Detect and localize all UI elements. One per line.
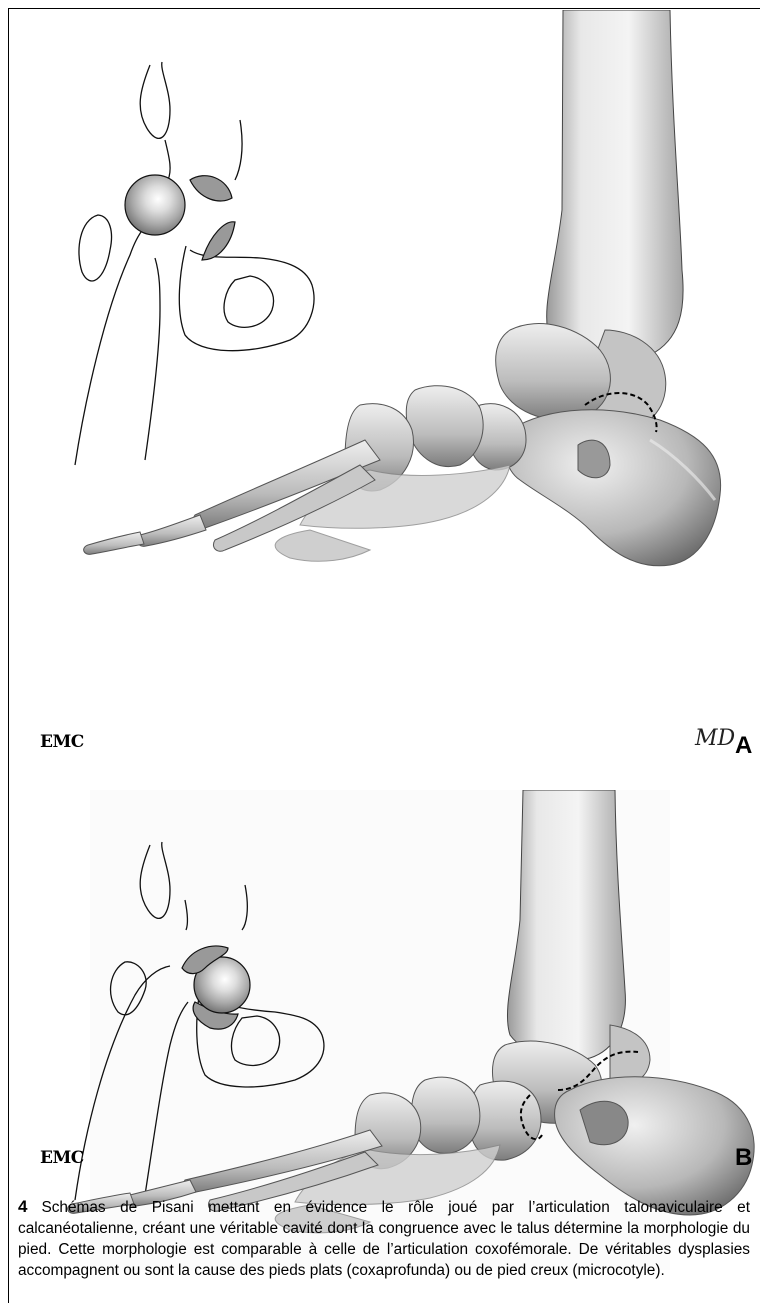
acetabulum-roof-a	[190, 176, 232, 201]
hip-diagram-a	[75, 62, 314, 465]
artist-signature: MD	[695, 726, 735, 751]
panel-a: EMC MD A	[10, 10, 755, 775]
figure-caption-text: Schémas de Pisani mettant en évidence le…	[18, 1199, 750, 1279]
femoral-head-a	[125, 175, 185, 235]
panel-label-a: A	[735, 732, 752, 760]
panel-label-b: B	[735, 1144, 752, 1172]
publisher-logo-a: EMC	[40, 732, 84, 752]
publisher-logo-b: EMC	[40, 1148, 84, 1168]
figure-number: 4	[18, 1197, 27, 1216]
acetabulum-wall-a	[202, 222, 235, 260]
panel-a-illustration	[10, 10, 755, 775]
